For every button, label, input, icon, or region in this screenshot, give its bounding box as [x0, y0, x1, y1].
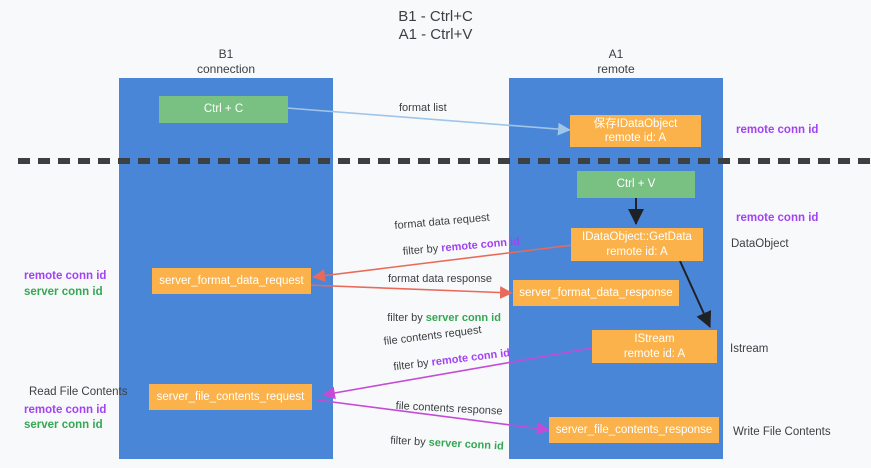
filter-key-server-conn-id: server conn id: [428, 437, 505, 453]
side-label-remote-conn-id-mid: remote conn id: [736, 212, 819, 224]
edge-label-format-list: format list: [399, 102, 447, 114]
node-server-file-contents-response-label: server_file_contents_response: [555, 423, 713, 436]
node-server-format-data-response[interactable]: server_format_data_response: [513, 280, 679, 306]
side-label-left-server-conn-id-bottom: server conn id: [24, 419, 103, 431]
edge-label-file-contents-response-filter: filter by server conn id: [377, 421, 505, 468]
filter-key-remote-conn-id: remote conn id: [431, 347, 511, 370]
filter-key-server-conn-id: server conn id: [425, 312, 501, 325]
filter-prefix: filter by: [389, 435, 429, 450]
edge-label-format-data-response: format data response: [388, 273, 492, 285]
node-server-format-data-response-label: server_format_data_response: [519, 286, 673, 299]
node-ctrl-v-label: Ctrl + V: [616, 178, 656, 191]
edge-file-contents-request: [322, 347, 593, 400]
column-header-b1-sub: connection: [196, 62, 256, 76]
node-save-idataobject-line1: 保存IDataObject: [593, 117, 678, 130]
node-idataobject-getdata-line2: remote id: A: [606, 245, 668, 258]
side-label-left-server-conn-id-mid: server conn id: [24, 286, 103, 298]
edge-format-data-response: [306, 284, 513, 299]
node-ctrl-c-label: Ctrl + C: [203, 103, 244, 116]
node-server-file-contents-response[interactable]: server_file_contents_response: [549, 417, 719, 443]
node-server-format-data-request-label: server_format_data_request: [159, 274, 304, 287]
node-istream[interactable]: IStream remote id: A: [592, 330, 717, 363]
section-divider: [18, 158, 871, 164]
node-save-idataobject[interactable]: 保存IDataObject remote id: A: [570, 115, 701, 147]
node-istream-line1: IStream: [634, 333, 675, 346]
side-label-left-remote-conn-id-bottom: remote conn id: [24, 404, 107, 416]
side-label-left-remote-conn-id-mid: remote conn id: [24, 270, 107, 282]
side-label-write-file-contents: Write File Contents: [733, 426, 831, 438]
filter-key-remote-conn-id: remote conn id: [440, 236, 521, 255]
node-server-format-data-request[interactable]: server_format_data_request: [152, 268, 311, 294]
side-label-read-file-contents: Read File Contents: [29, 386, 128, 398]
node-server-file-contents-request-label: server_file_contents_request: [156, 390, 305, 403]
filter-prefix: filter by: [402, 242, 442, 259]
node-save-idataobject-line2: remote id: A: [604, 132, 667, 144]
column-header-b1-name: B1: [218, 47, 234, 61]
edge-format-data-request: [312, 244, 574, 282]
edge-file-contents-response: [316, 399, 550, 435]
edge-getdata-to-istream: [679, 260, 712, 328]
diagram-title-line2: A1 - Ctrl+V: [398, 26, 473, 43]
filter-prefix: filter by: [392, 357, 433, 374]
column-header-a1-name: A1: [608, 47, 624, 61]
side-label-dataobject: DataObject: [731, 238, 789, 250]
edge-format-list: [273, 106, 571, 136]
diagram-title-line1: B1 - Ctrl+C: [398, 8, 473, 25]
side-label-istream: Istream: [730, 343, 769, 355]
node-idataobject-getdata-line1: IDataObject::GetData: [582, 231, 692, 244]
node-server-file-contents-request[interactable]: server_file_contents_request: [149, 384, 312, 410]
filter-prefix: filter by: [387, 312, 426, 325]
column-header-a1-sub: remote: [597, 62, 635, 76]
node-ctrl-v[interactable]: Ctrl + V: [577, 171, 695, 198]
edge-label-format-data-response-filter: filter by server conn id: [375, 299, 501, 339]
node-ctrl-c[interactable]: Ctrl + C: [159, 96, 288, 123]
node-istream-line2: remote id: A: [623, 347, 686, 360]
node-idataobject-getdata[interactable]: IDataObject::GetData remote id: A: [571, 228, 703, 261]
side-label-remote-conn-id-top: remote conn id: [736, 124, 819, 136]
